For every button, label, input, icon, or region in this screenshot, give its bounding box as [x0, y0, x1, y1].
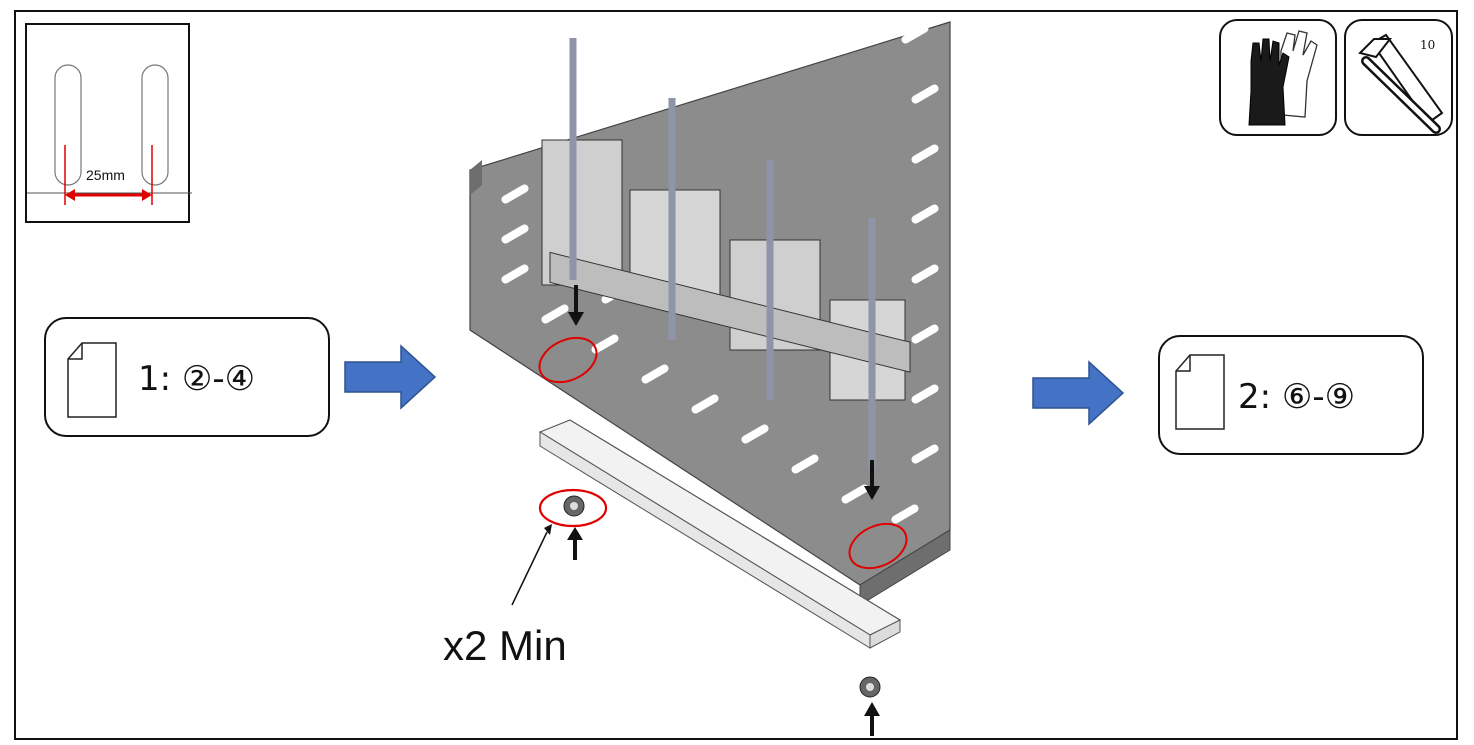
- page-frame: [14, 10, 1458, 740]
- step-reference-left: 1: ②-④: [44, 317, 330, 437]
- arrow-right-icon: [1032, 360, 1125, 426]
- hex-key-tool-box: [1344, 19, 1453, 136]
- slot-detail-drawing: [27, 64, 192, 205]
- wrench-size-label: 10: [1420, 38, 1436, 52]
- arrow-right-icon: [344, 344, 437, 410]
- slot-highlight: [848, 522, 908, 570]
- hex-key-icon: [1358, 33, 1444, 134]
- nut-highlight: [538, 488, 608, 528]
- gloves-icon: [1248, 30, 1318, 126]
- threaded-rods: [569, 38, 876, 470]
- down-arrows: [568, 285, 880, 500]
- slot-highlight: [538, 336, 598, 384]
- step-reference-text: 1: ②-④: [138, 359, 256, 399]
- gloves-tool-box: [1219, 19, 1337, 136]
- minimum-quantity-callout: x2 Min: [443, 622, 567, 669]
- cable-cleats: [541, 139, 911, 401]
- dimension-label: 25mm: [86, 167, 125, 183]
- document-icon: [1175, 354, 1225, 430]
- step-reference-text: 2: ⑥-⑨: [1238, 377, 1356, 417]
- document-icon: [67, 342, 117, 418]
- step-reference-right: 2: ⑥-⑨: [1158, 335, 1424, 455]
- slot-spacing-detail: [25, 23, 192, 223]
- strut-channel: [538, 419, 902, 649]
- cable-tray-assembly-illustration: [469, 21, 951, 736]
